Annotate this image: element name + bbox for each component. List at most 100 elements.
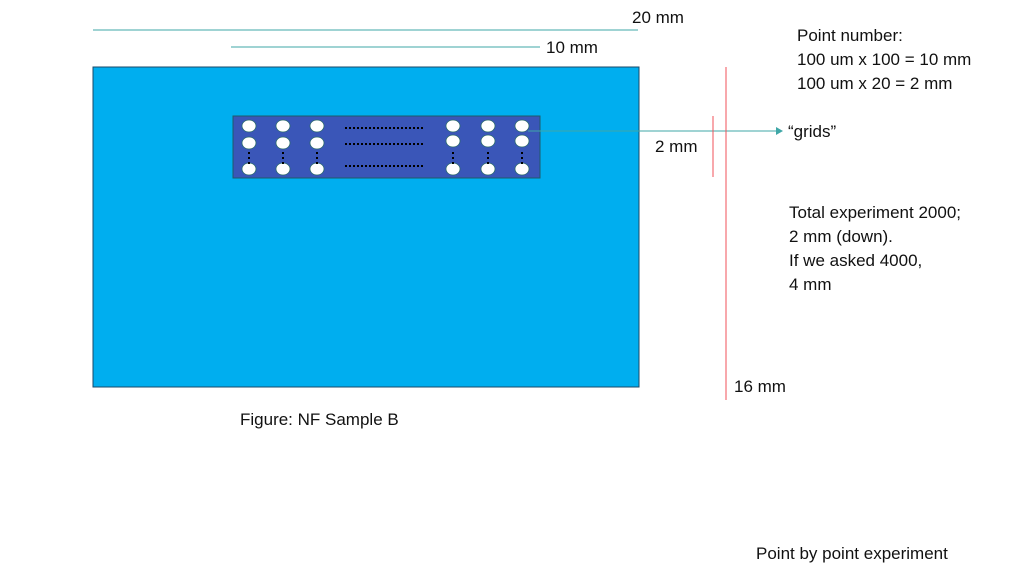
ellipsis-dot bbox=[381, 165, 383, 167]
ellipsis-dot bbox=[409, 127, 411, 129]
ellipsis-dot bbox=[373, 143, 375, 145]
ellipsis-dot bbox=[521, 152, 523, 154]
ellipsis-dot bbox=[349, 127, 351, 129]
ellipsis-dot bbox=[316, 157, 318, 159]
ellipsis-dot bbox=[349, 143, 351, 145]
grid-point bbox=[514, 134, 530, 148]
ellipsis-dot bbox=[369, 143, 371, 145]
label-20mm: 20 mm bbox=[632, 8, 684, 27]
ellipsis-dot bbox=[413, 165, 415, 167]
sample-rectangle bbox=[92, 66, 640, 388]
ellipsis-dot bbox=[401, 127, 403, 129]
note-line: If we asked 4000, bbox=[789, 251, 923, 270]
ellipsis-dot bbox=[345, 165, 347, 167]
grid-point bbox=[275, 136, 291, 150]
grid-point bbox=[480, 119, 496, 133]
ellipsis-dot bbox=[405, 165, 407, 167]
footer-text: Point by point experiment bbox=[756, 544, 948, 563]
ellipsis-dot bbox=[417, 143, 419, 145]
ellipsis-dot bbox=[282, 152, 284, 154]
ellipsis-dot bbox=[521, 162, 523, 164]
grid-point bbox=[445, 134, 461, 148]
ellipsis-dot bbox=[397, 143, 399, 145]
ellipsis-dot bbox=[345, 143, 347, 145]
ellipsis-dot bbox=[393, 127, 395, 129]
grid-point bbox=[309, 119, 325, 133]
ellipsis-dot bbox=[452, 152, 454, 154]
grid-point bbox=[275, 119, 291, 133]
ellipsis-dot bbox=[385, 143, 387, 145]
point-number-note: Point number: 100 um x 100 = 10 mm 100 u… bbox=[797, 24, 971, 96]
ellipsis-dot bbox=[353, 127, 355, 129]
ellipsis-dot bbox=[316, 152, 318, 154]
label-16mm: 16 mm bbox=[734, 377, 786, 396]
grid-point bbox=[241, 136, 257, 150]
ellipsis-dot bbox=[452, 157, 454, 159]
grid-point bbox=[480, 134, 496, 148]
grid-point bbox=[445, 162, 461, 176]
ellipsis-dot bbox=[487, 157, 489, 159]
ellipsis-dot bbox=[421, 127, 423, 129]
ellipsis-dot bbox=[369, 165, 371, 167]
ellipsis-dot bbox=[389, 143, 391, 145]
ellipsis-dot bbox=[369, 127, 371, 129]
ellipsis-dot bbox=[413, 143, 415, 145]
grid-point bbox=[241, 162, 257, 176]
ellipsis-dot bbox=[248, 162, 250, 164]
ellipsis-dot bbox=[385, 165, 387, 167]
ellipsis-dot bbox=[357, 165, 359, 167]
ellipsis-dot bbox=[521, 157, 523, 159]
total-experiment-note: Total experiment 2000; 2 mm (down). If w… bbox=[789, 201, 961, 297]
note-line: 2 mm (down). bbox=[789, 227, 893, 246]
ellipsis-dot bbox=[381, 127, 383, 129]
note-line: 100 um x 100 = 10 mm bbox=[797, 50, 972, 69]
ellipsis-dot bbox=[417, 127, 419, 129]
ellipsis-dot bbox=[373, 165, 375, 167]
ellipsis-dot bbox=[361, 143, 363, 145]
ellipsis-dot bbox=[365, 127, 367, 129]
ellipsis-dot bbox=[365, 143, 367, 145]
note-line: Point number: bbox=[797, 26, 903, 45]
ellipsis-dot bbox=[421, 143, 423, 145]
grid-point bbox=[275, 162, 291, 176]
ellipsis-dot bbox=[401, 165, 403, 167]
ellipsis-dot bbox=[361, 165, 363, 167]
ellipsis-dot bbox=[316, 162, 318, 164]
ellipsis-dot bbox=[421, 165, 423, 167]
ellipsis-dot bbox=[365, 165, 367, 167]
note-line: 4 mm bbox=[789, 275, 832, 294]
ellipsis-dot bbox=[397, 165, 399, 167]
grid-point bbox=[514, 119, 530, 133]
ellipsis-dot bbox=[248, 152, 250, 154]
ellipsis-dot bbox=[397, 127, 399, 129]
ellipsis-dot bbox=[377, 127, 379, 129]
ellipsis-dot bbox=[389, 127, 391, 129]
ellipsis-dot bbox=[377, 143, 379, 145]
grid-point bbox=[241, 119, 257, 133]
ellipsis-dot bbox=[248, 157, 250, 159]
arrow-head-icon bbox=[776, 127, 783, 135]
ellipsis-dot bbox=[393, 143, 395, 145]
ellipsis-dot bbox=[409, 143, 411, 145]
note-line: Total experiment 2000; bbox=[789, 203, 961, 222]
figure-caption: Figure: NF Sample B bbox=[240, 410, 399, 429]
ellipsis-dot bbox=[452, 162, 454, 164]
ellipsis-dot bbox=[353, 165, 355, 167]
ellipsis-dot bbox=[389, 165, 391, 167]
grid-point bbox=[445, 119, 461, 133]
ellipsis-dot bbox=[357, 127, 359, 129]
ellipsis-dot bbox=[413, 127, 415, 129]
grid-points bbox=[241, 119, 530, 176]
ellipsis-dot bbox=[385, 127, 387, 129]
ellipsis-dot bbox=[349, 165, 351, 167]
ellipsis-dot bbox=[353, 143, 355, 145]
ellipsis-dot bbox=[393, 165, 395, 167]
ellipsis-dot bbox=[487, 162, 489, 164]
ellipsis-dot bbox=[409, 165, 411, 167]
ellipsis-dot bbox=[405, 143, 407, 145]
label-2mm: 2 mm bbox=[655, 137, 698, 156]
ellipsis-dot bbox=[381, 143, 383, 145]
ellipsis-dot bbox=[405, 127, 407, 129]
ellipsis-dot bbox=[282, 162, 284, 164]
